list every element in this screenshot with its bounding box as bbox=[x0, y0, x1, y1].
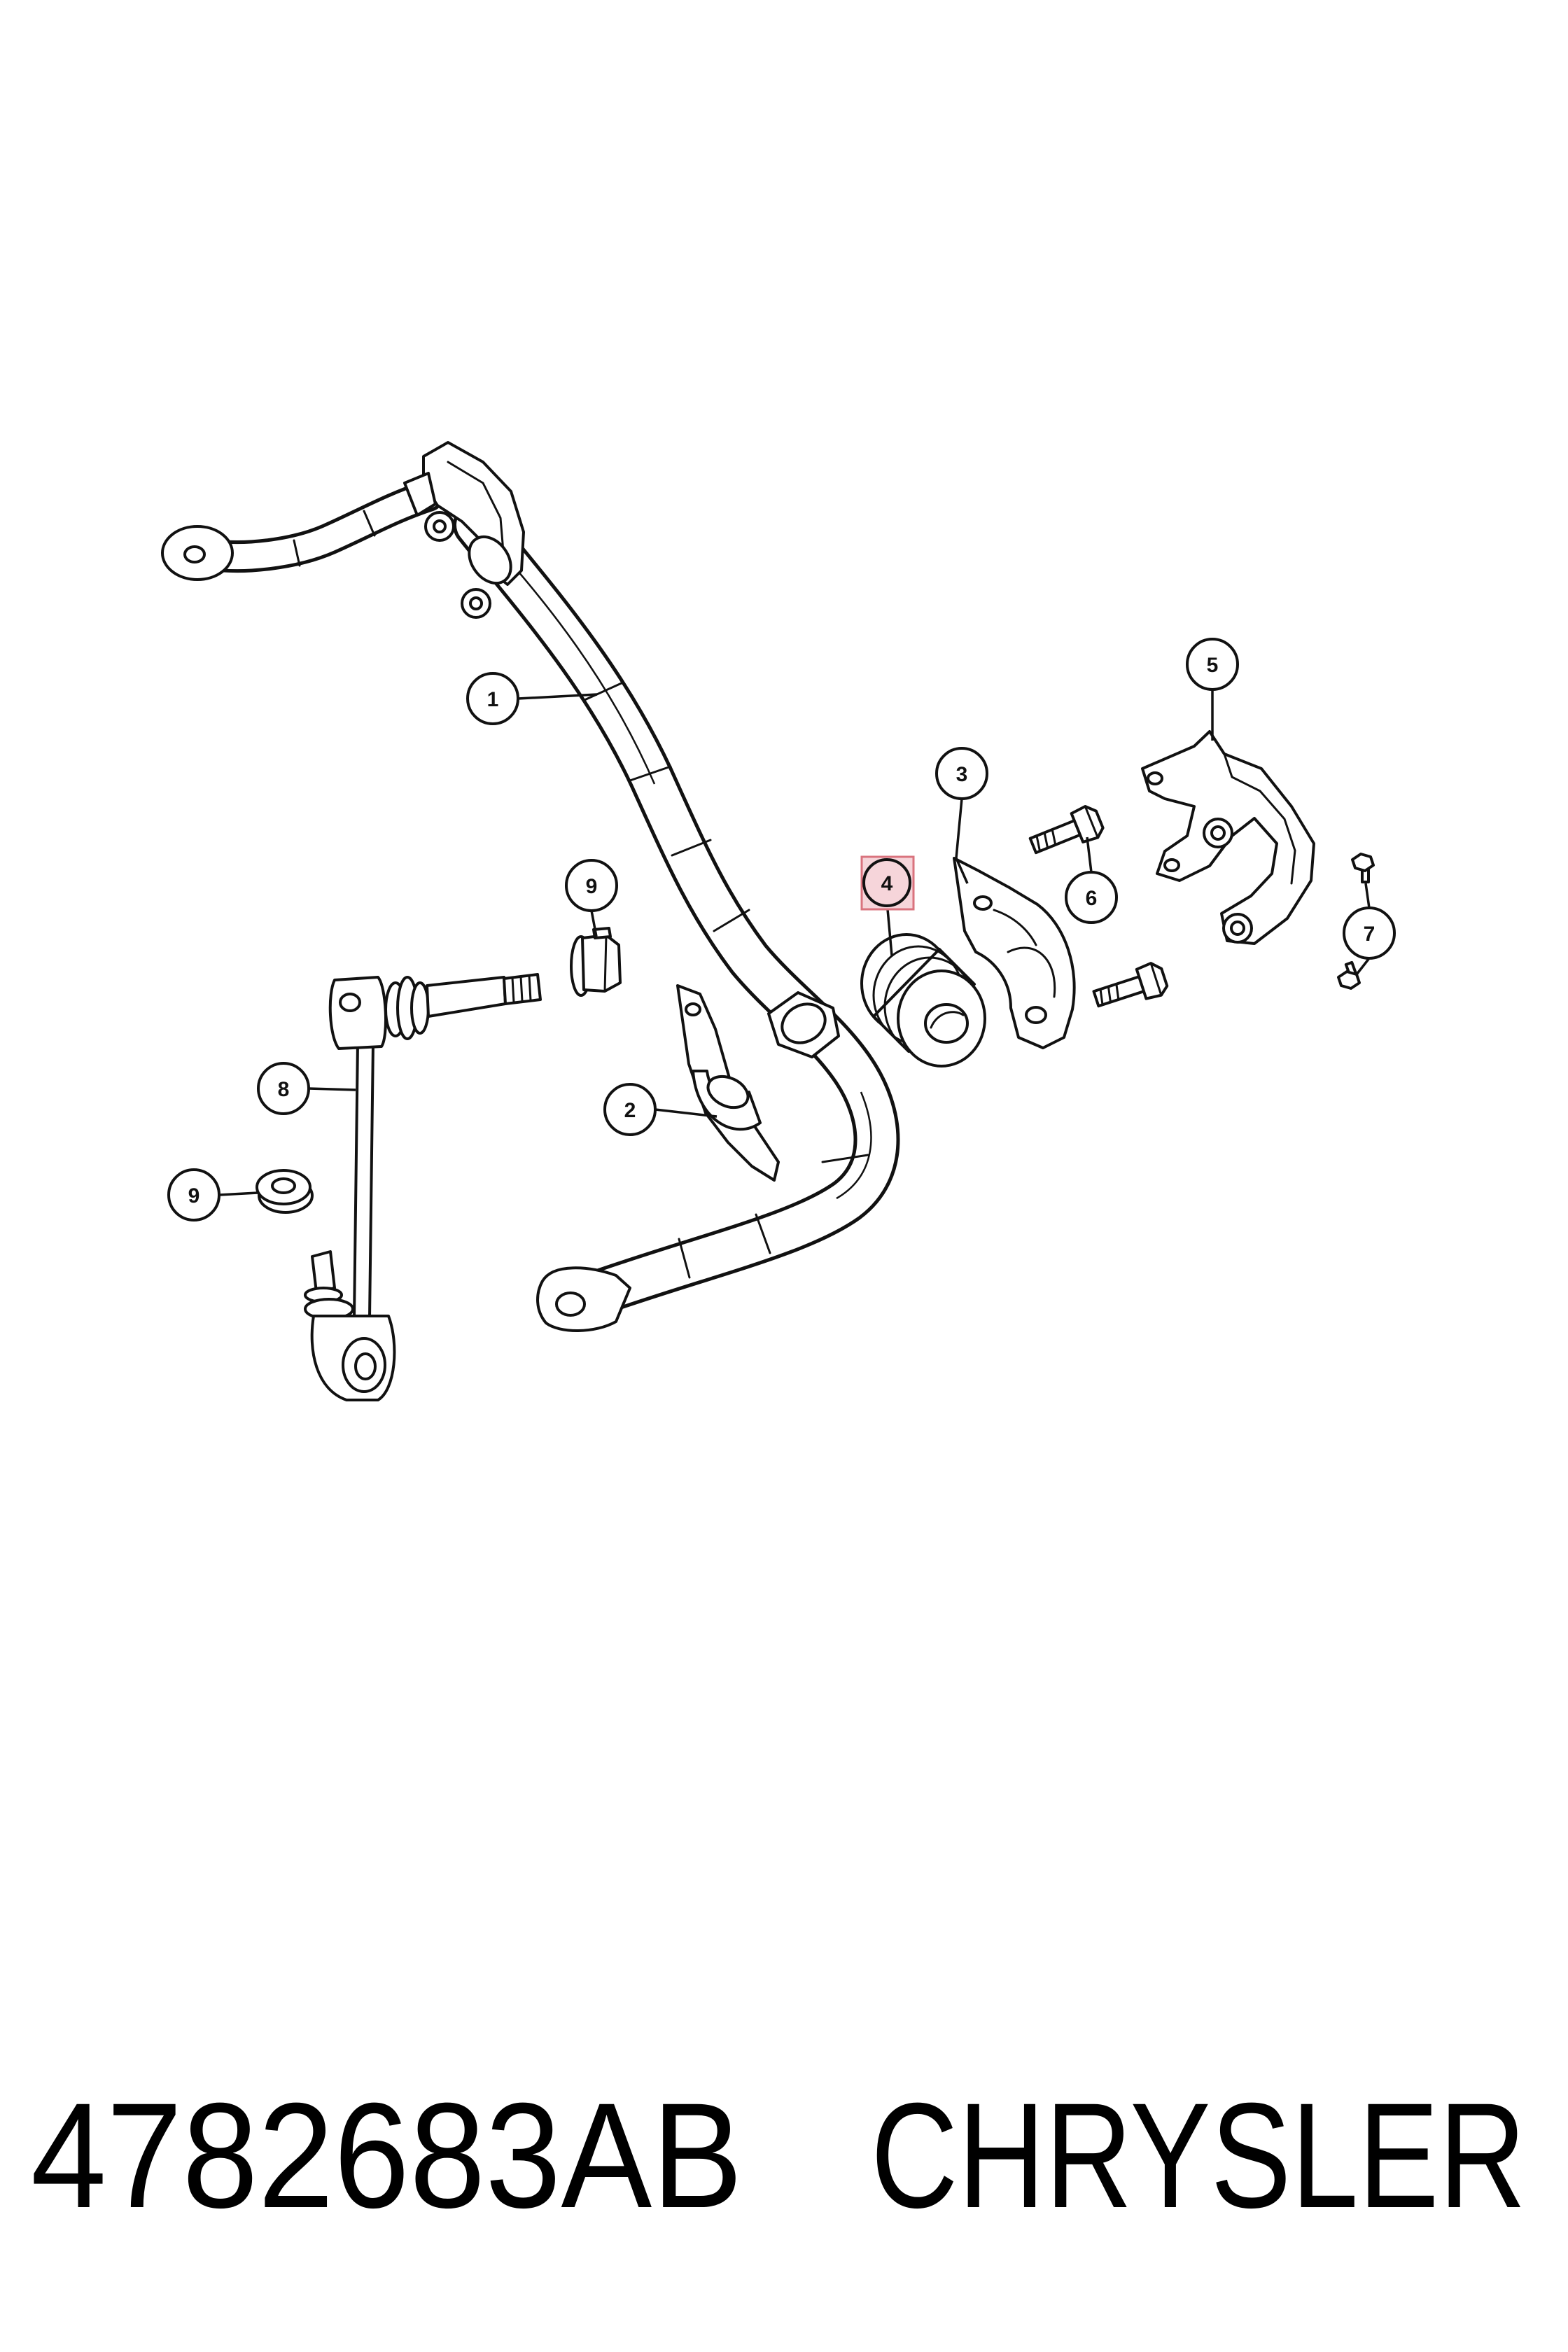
callout-6-label: 6 bbox=[1086, 887, 1098, 910]
callout-1-label: 1 bbox=[487, 688, 499, 711]
retainer-clamp bbox=[953, 857, 1076, 1049]
callout-4-highlighted: 4 bbox=[860, 855, 915, 956]
stabilizer-bushing bbox=[860, 933, 986, 1068]
callout-4-label: 4 bbox=[881, 872, 893, 895]
link-upper-stud bbox=[426, 976, 507, 1018]
link-upper-joint bbox=[328, 976, 387, 1050]
callout-9-lower-label: 9 bbox=[188, 1184, 200, 1208]
flange-nut-lower bbox=[255, 1169, 314, 1214]
callout-3: 3 bbox=[935, 747, 988, 884]
small-bolt-lower bbox=[1337, 960, 1361, 990]
upper-collar bbox=[468, 535, 512, 585]
bar-collar bbox=[767, 991, 840, 1058]
callout-2: 2 bbox=[603, 1083, 718, 1136]
callout-9-upper-label: 9 bbox=[586, 875, 598, 898]
callout-2-label: 2 bbox=[624, 1099, 636, 1122]
sway-bar bbox=[161, 441, 900, 1332]
callout-9-lower: 9 bbox=[167, 1168, 258, 1222]
callout-9-upper: 9 bbox=[565, 859, 618, 937]
retainer-bracket-left bbox=[676, 984, 780, 1182]
callout-6: 6 bbox=[1065, 836, 1118, 924]
callout-7-label: 7 bbox=[1364, 923, 1376, 946]
callout-1: 1 bbox=[466, 672, 598, 725]
callout-8-label: 8 bbox=[278, 1078, 290, 1101]
callout-7: 7 bbox=[1343, 883, 1396, 976]
bolt-upper bbox=[1028, 805, 1105, 855]
small-bolt-upper bbox=[1351, 853, 1375, 883]
callout-3-label: 3 bbox=[956, 763, 968, 786]
callout-8: 8 bbox=[257, 1062, 356, 1115]
callout-5-label: 5 bbox=[1207, 654, 1219, 677]
mounting-bracket bbox=[1141, 730, 1315, 945]
stabilizer-link bbox=[304, 973, 542, 1401]
brand-name: CHRYSLER bbox=[871, 2072, 1526, 2239]
callout-5: 5 bbox=[1186, 638, 1239, 741]
link-lower-stud bbox=[311, 1250, 336, 1294]
flange-nut-upper bbox=[570, 927, 622, 997]
link-rod bbox=[353, 1042, 374, 1319]
part-number: 4782683AB bbox=[31, 2072, 743, 2239]
bolt-lower bbox=[1092, 962, 1169, 1008]
